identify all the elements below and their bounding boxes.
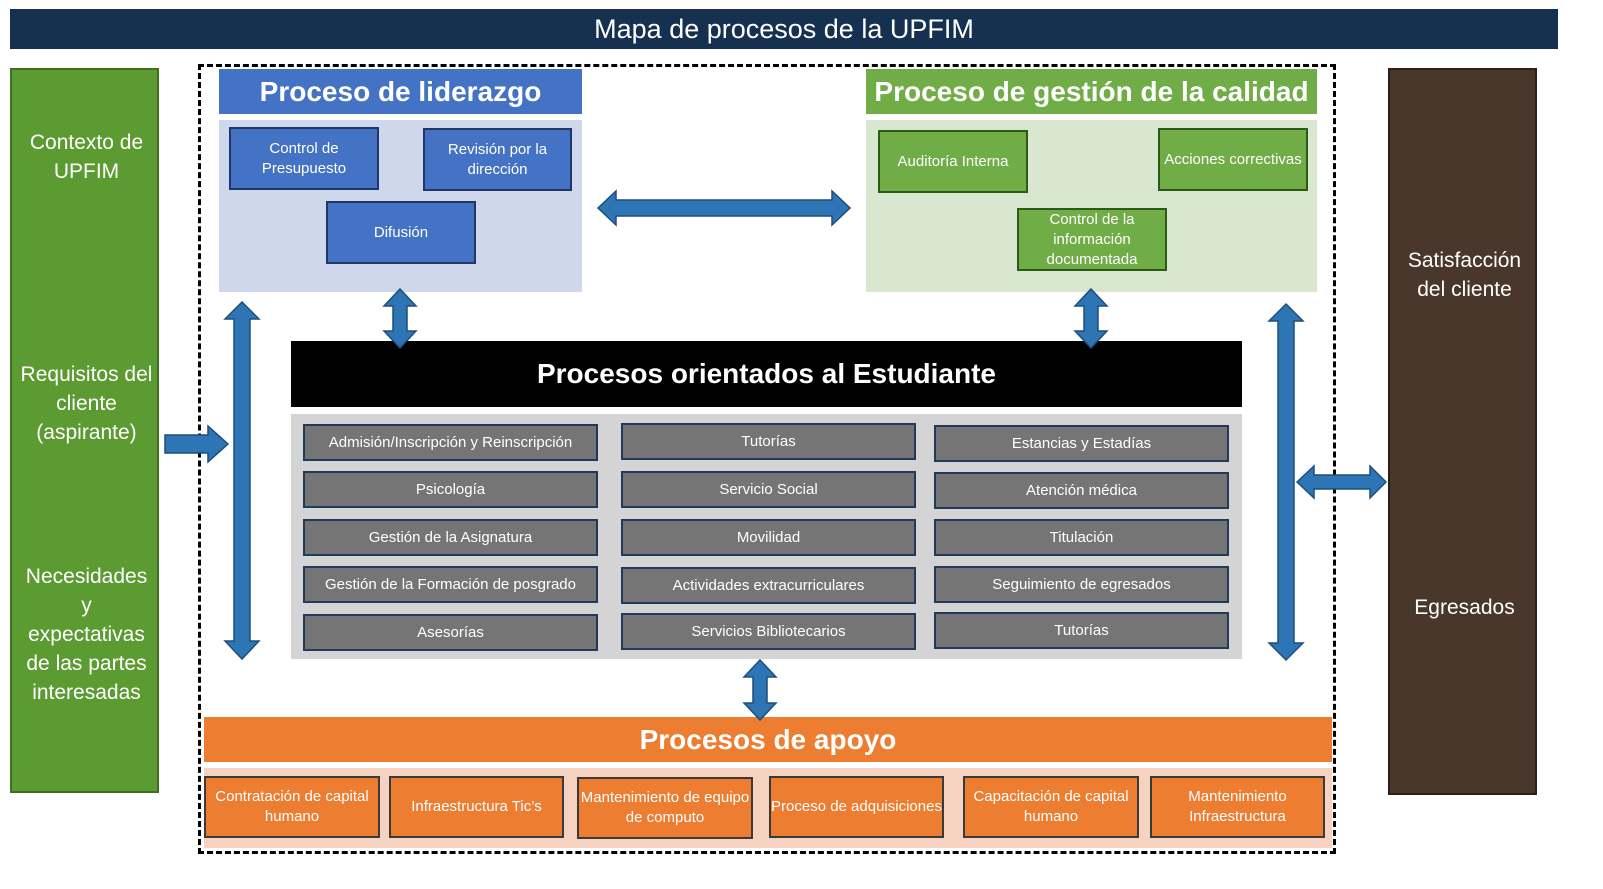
double-arrow-student-support: [742, 658, 778, 722]
support-procurement-box: Proceso de adquisiciones: [769, 776, 944, 838]
student-psychology-box: Psicología: [303, 471, 598, 508]
support-processes-title: Procesos de apoyo: [204, 717, 1332, 762]
input-arrow: [164, 424, 230, 464]
student-advisory-box: Asesorías: [303, 614, 598, 651]
student-mobility-box: Movilidad: [621, 519, 916, 556]
double-arrow-leadership-student: [382, 287, 418, 350]
student-subject-box: Gestión de la Asignatura: [303, 519, 598, 556]
double-arrow-quality-student: [1073, 287, 1109, 350]
support-computer-maintenance-box: Mantenimiento de equipo de computo: [577, 777, 753, 839]
left-panel-inputs: Contexto de UPFIM Requisitos del cliente…: [10, 68, 159, 793]
quality-documents-box: Control de la información documentada: [1017, 208, 1167, 271]
right-panel-outputs: Satisfacción del cliente Egresados: [1388, 68, 1537, 795]
process-frame: [198, 64, 1336, 854]
student-processes-title: Procesos orientados al Estudiante: [291, 341, 1242, 407]
leadership-budget-box: Control de Presupuesto: [229, 127, 379, 190]
quality-audit-box: Auditoría Interna: [878, 130, 1028, 193]
student-alumni-tracking-box: Seguimiento de egresados: [934, 566, 1229, 603]
left-panel-needs: Necesidades y expectativas de las partes…: [25, 565, 148, 704]
leadership-diffusion-box: Difusión: [326, 201, 476, 264]
quality-title: Proceso de gestión de la calidad: [866, 69, 1317, 114]
support-infrastructure-box: Mantenimiento Infraestructura: [1150, 776, 1325, 838]
quality-corrective-box: Acciones correctivas: [1158, 128, 1308, 191]
leadership-review-box: Revisión por la dirección: [423, 128, 572, 191]
student-medical-box: Atención médica: [934, 472, 1229, 509]
student-tutoring-2-box: Tutorías: [934, 612, 1229, 649]
student-degree-box: Titulación: [934, 519, 1229, 556]
student-tutoring-box: Tutorías: [621, 423, 916, 460]
student-social-service-box: Servicio Social: [621, 471, 916, 508]
student-admission-box: Admisión/Inscripción y Reinscripción: [303, 424, 598, 461]
support-hiring-box: Contratación de capital humano: [204, 776, 380, 838]
right-panel-satisfaction: Satisfacción del cliente: [1407, 249, 1522, 301]
double-arrow-right-outputs: [1295, 464, 1388, 500]
support-ict-box: Infraestructura Tic’s: [389, 776, 564, 838]
student-internships-box: Estancias y Estadías: [934, 425, 1229, 462]
student-extracurricular-box: Actividades extracurriculares: [621, 567, 916, 604]
left-panel-context: Contexto de UPFIM: [29, 131, 144, 183]
leadership-title: Proceso de liderazgo: [219, 69, 582, 114]
double-arrow-left-vertical: [223, 300, 261, 661]
left-panel-requirements: Requisitos del cliente (aspirante): [20, 363, 153, 444]
student-library-box: Servicios Bibliotecarios: [621, 613, 916, 650]
student-postgrad-box: Gestión de la Formación de posgrado: [303, 566, 598, 603]
right-panel-graduates: Egresados: [1414, 596, 1515, 619]
double-arrow-leadership-quality: [596, 189, 852, 227]
support-training-box: Capacitación de capital humano: [963, 776, 1139, 838]
double-arrow-right-vertical: [1267, 302, 1305, 662]
page-title: Mapa de procesos de la UPFIM: [10, 9, 1558, 49]
